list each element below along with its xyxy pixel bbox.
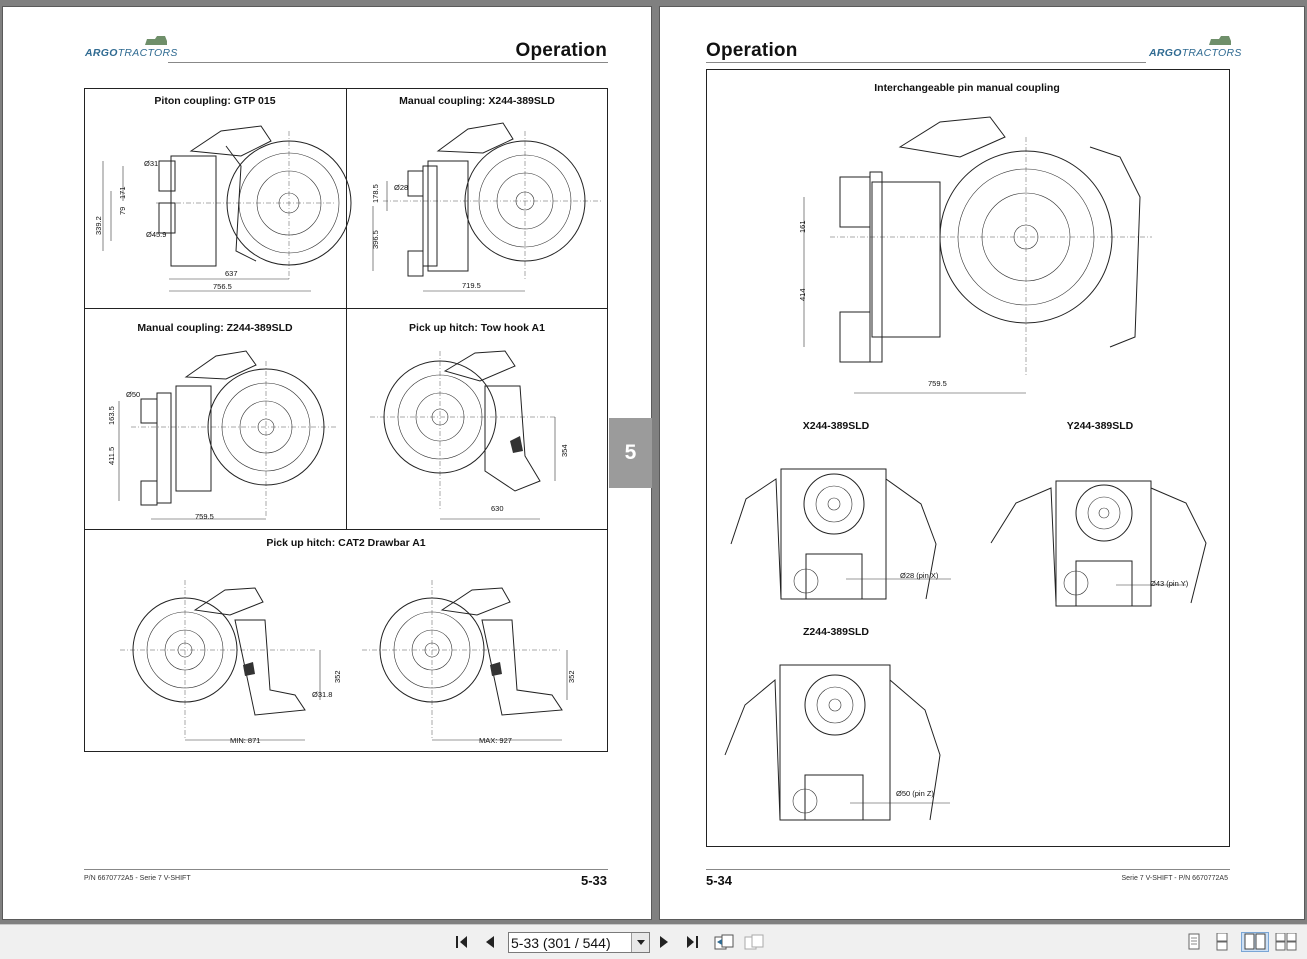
- single-page-view-button[interactable]: [1184, 933, 1204, 951]
- cell-title-z244: Manual coupling: Z244-389SLD: [137, 322, 293, 334]
- right-page: Operation ARGOTRACTORS Interchangeable p…: [659, 6, 1305, 920]
- header-rule: [168, 62, 608, 63]
- dim-drawbar-1: 352: [333, 670, 342, 683]
- next-view-icon: [744, 934, 764, 950]
- footer-part-number: Serie 7 V-SHIFT - P/N 6670772A5: [1121, 875, 1228, 882]
- previous-view-icon: [714, 934, 734, 950]
- dim-main-2: 414: [798, 288, 807, 301]
- y244-pin-drawing: [990, 480, 1207, 607]
- grid-divider-v: [346, 88, 347, 529]
- footer-page-number: 5-33: [580, 873, 607, 888]
- logo-text-bold: ARGO: [85, 47, 118, 59]
- footer-rule: [706, 869, 1230, 870]
- dim-x244-1: Ø28: [394, 183, 409, 192]
- cell-title-x244: Manual coupling: X244-389SLD: [399, 95, 555, 107]
- interchangeable-pin-drawing: [803, 116, 1152, 394]
- drawbar-max-drawing: [362, 580, 568, 741]
- dim-piton-1: Ø31: [144, 159, 159, 168]
- sub-label-y244: Y244-389SLD: [1066, 420, 1134, 432]
- header-rule: [706, 62, 1146, 63]
- logo-text-bold: ARGO: [1149, 47, 1182, 59]
- cell-title-piton: Piton coupling: GTP 015: [154, 95, 276, 107]
- x244-pin-label: Ø28 (pin X): [900, 571, 939, 580]
- dim-piton-2: 171: [118, 186, 127, 199]
- dim-piton-3: 79: [118, 206, 127, 215]
- dim-piton-6: 637: [225, 269, 238, 278]
- y244-pin-label: Ø43 (pin Y): [1150, 579, 1189, 588]
- dim-z244-1: Ø50: [126, 390, 141, 399]
- single-page-icon: [1188, 933, 1200, 950]
- tractor-logo-icon: [145, 36, 167, 45]
- continuous-view-button[interactable]: [1212, 933, 1232, 951]
- z244-pin-label: Ø50 (pin Z): [896, 789, 934, 798]
- dim-z244-4: 759.5: [195, 512, 214, 521]
- go-forward-view-button[interactable]: [742, 933, 766, 951]
- chevron-down-icon: [636, 939, 645, 945]
- page-dropdown-button[interactable]: [631, 933, 649, 952]
- page-number-input[interactable]: [511, 934, 629, 951]
- footer-part-number: P/N 6670772A5 - Serie 7 V-SHIFT: [84, 875, 191, 882]
- dim-x244-2: 178.5: [371, 184, 380, 203]
- viewer-toolbar: [0, 924, 1307, 959]
- last-page-icon: [687, 936, 698, 948]
- dim-piton-7: 756.5: [213, 282, 232, 291]
- dim-z244-3: 411.5: [107, 446, 116, 465]
- left-page: ARGOTRACTORS Operation Piton coupling: G…: [2, 6, 652, 920]
- dim-drawbar-2: Ø31.8: [312, 690, 333, 699]
- continuous-page-icon: [1216, 933, 1228, 951]
- dim-tow-1: 354: [560, 444, 569, 457]
- previous-page-button[interactable]: [480, 933, 500, 951]
- page-heading: Operation: [706, 40, 798, 61]
- dim-drawbar-4: 352: [567, 670, 576, 683]
- last-page-button[interactable]: [682, 933, 702, 951]
- two-page-view-button[interactable]: [1241, 932, 1269, 952]
- go-back-view-button[interactable]: [712, 933, 736, 951]
- first-page-icon: [456, 936, 467, 948]
- x244-pin-drawing: [730, 468, 951, 600]
- figure-frame: [706, 69, 1230, 847]
- footer-rule: [84, 869, 608, 870]
- two-page-continuous-view-button[interactable]: [1274, 933, 1298, 951]
- piton-coupling-drawing: [102, 125, 352, 292]
- tow-hook-drawing: [370, 350, 556, 520]
- next-page-button[interactable]: [654, 933, 674, 951]
- two-page-icon: [1244, 933, 1266, 950]
- dim-main-1: 161: [798, 220, 807, 233]
- footer-page-number: 5-34: [706, 873, 733, 888]
- previous-page-icon: [486, 936, 494, 948]
- dim-x244-3: 396.5: [371, 230, 380, 249]
- first-page-button[interactable]: [452, 933, 472, 951]
- dim-main-3: 759.5: [928, 379, 947, 388]
- dim-x244-4: 719.5: [462, 281, 481, 290]
- argo-tractors-logo: ARGOTRACTORS: [1149, 36, 1242, 59]
- main-figure-title: Interchangeable pin manual coupling: [874, 82, 1060, 94]
- sub-label-z244: Z244-389SLD: [803, 626, 869, 638]
- drawbar-min-drawing: [120, 580, 321, 741]
- sub-label-x244: X244-389SLD: [802, 420, 870, 432]
- chapter-tab[interactable]: 5: [609, 418, 652, 488]
- cell-title-drawbar: Pick up hitch: CAT2 Drawbar A1: [266, 537, 426, 549]
- argo-tractors-logo: ARGOTRACTORS: [85, 36, 178, 59]
- z244-pin-drawing: [724, 664, 950, 821]
- page-number-box[interactable]: [508, 932, 650, 953]
- tractor-logo-icon: [1209, 36, 1231, 45]
- logo-text-thin: TRACTORS: [117, 47, 178, 59]
- dim-drawbar-3: MIN: 871: [230, 736, 261, 745]
- dim-z244-2: 163.5: [107, 406, 116, 425]
- z244-coupling-drawing: [118, 350, 336, 520]
- grid-divider-h2: [84, 529, 608, 530]
- x244-coupling-drawing: [372, 122, 603, 292]
- dim-piton-5: Ø45.9: [146, 230, 167, 239]
- cell-title-tow-hook: Pick up hitch: Tow hook A1: [409, 322, 545, 334]
- logo-text-thin: TRACTORS: [1181, 47, 1242, 59]
- two-page-continuous-icon: [1275, 933, 1297, 951]
- page-heading: Operation: [515, 40, 607, 61]
- dim-piton-4: 339.2: [94, 216, 103, 235]
- dim-tow-2: 630: [491, 504, 504, 513]
- dim-drawbar-5: MAX: 927: [479, 736, 512, 745]
- next-page-icon: [660, 936, 668, 948]
